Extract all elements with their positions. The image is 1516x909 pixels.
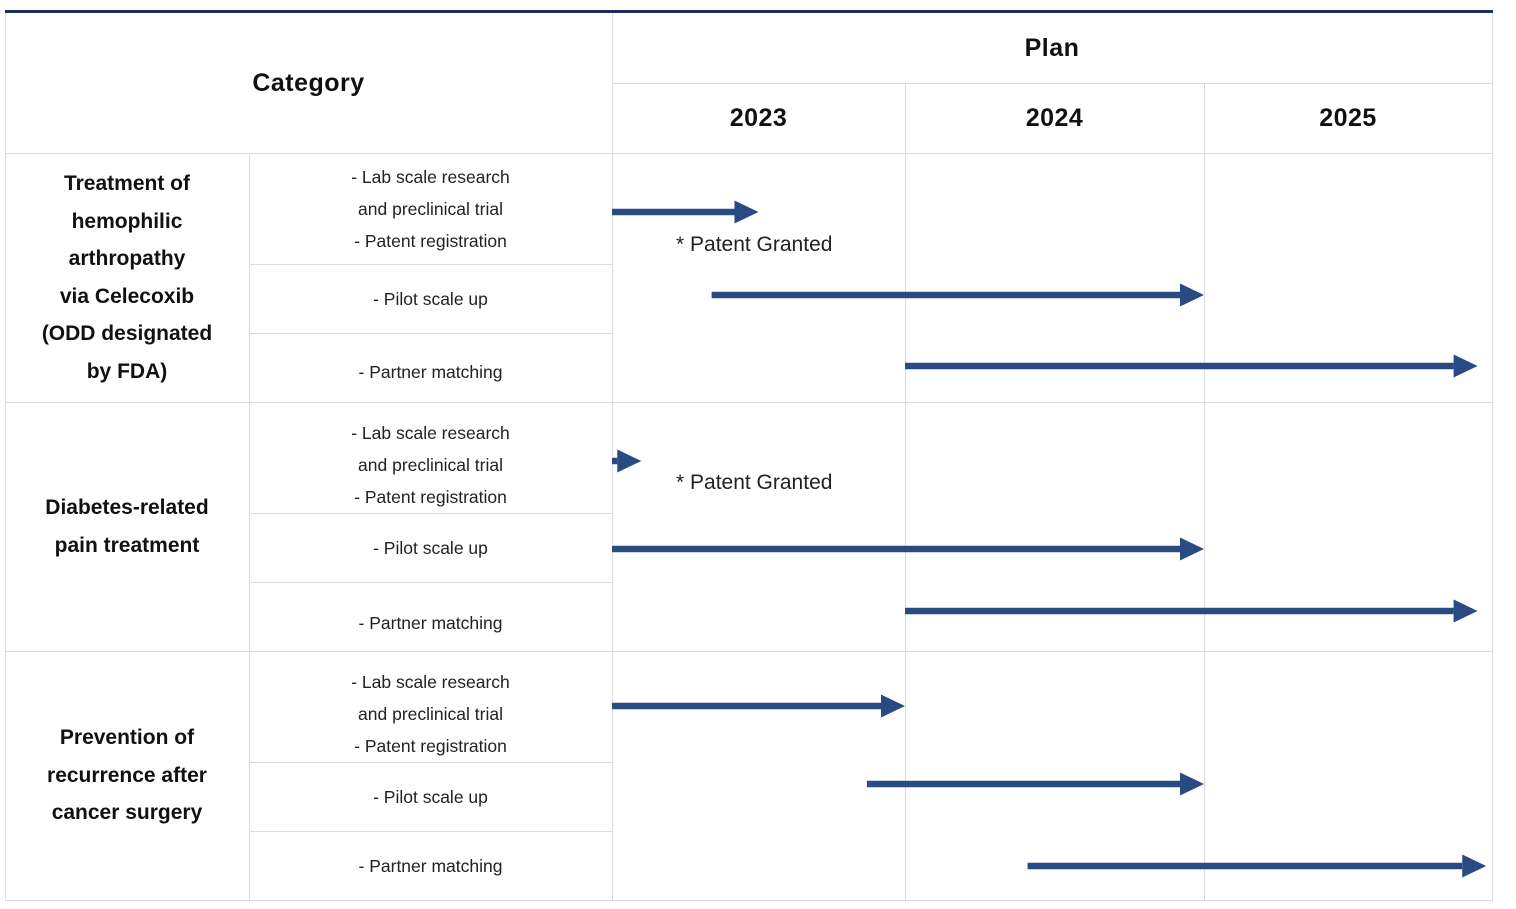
category-hemophilic-arthropathy: Treatment of hemophilic arthropathy via …	[41, 172, 213, 383]
arrow-partner-matching	[1027, 854, 1487, 878]
patent-granted-note: * Patent Granted	[676, 233, 833, 256]
task-pilot-scale-up: - Pilot scale up	[373, 786, 488, 807]
task-lab-scale-research: - Lab scale research and preclinical tri…	[351, 671, 510, 756]
arrow-pilot-scale-up	[866, 772, 1204, 796]
task-pilot-scale-up: - Pilot scale up	[373, 537, 488, 558]
arrow-pilot-scale-up	[612, 537, 1204, 561]
arrow-lab-scale	[612, 694, 905, 718]
category-cancer-recurrence: Prevention of recurrence after cancer su…	[47, 726, 207, 825]
category-diabetes-pain: Diabetes-related pain treatment	[45, 496, 209, 557]
arrow-lab-scale	[612, 449, 642, 473]
arrow-partner-matching	[905, 599, 1478, 623]
plan-header: Plan	[1024, 33, 1080, 62]
arrow-partner-matching	[905, 354, 1478, 378]
task-lab-scale-research: - Lab scale research and preclinical tri…	[351, 422, 510, 507]
task-pilot-scale-up: - Pilot scale up	[373, 288, 488, 309]
top-rule	[5, 10, 1493, 13]
year-header-2024: 2024	[1025, 103, 1084, 132]
arrow-lab-scale	[612, 200, 759, 224]
task-partner-matching: - Partner matching	[358, 612, 503, 633]
task-partner-matching: - Partner matching	[358, 361, 503, 382]
year-header-2025: 2025	[1319, 103, 1377, 132]
task-lab-scale-research: - Lab scale research and preclinical tri…	[351, 166, 510, 251]
task-partner-matching: - Partner matching	[358, 855, 503, 876]
category-header: Category	[252, 68, 365, 97]
year-header-2023: 2023	[729, 103, 788, 132]
arrow-pilot-scale-up	[711, 283, 1204, 307]
patent-granted-note: * Patent Granted	[676, 471, 833, 494]
